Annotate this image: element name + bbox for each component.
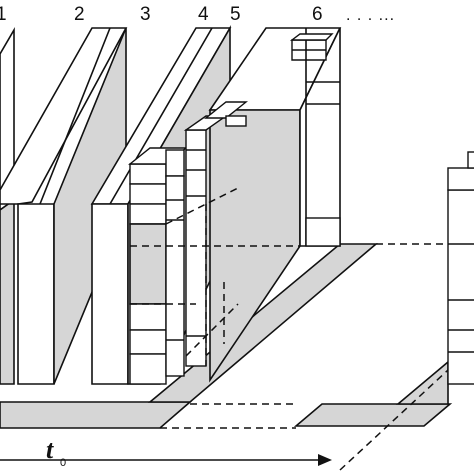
frame-label-5: 5 [230,4,241,25]
pixel-column-back [183,101,248,367]
frame-label-4: 4 [198,4,209,25]
frame-1-slab [0,27,15,385]
frame-6-panel [208,27,342,383]
projection-lines [130,187,449,471]
frame-label-6: 6 [312,4,323,25]
pixel-column-middle [165,149,185,377]
frame-6-top-cubes [289,33,334,61]
time-axis-arrowhead [318,454,332,466]
base-plate-right [293,403,453,427]
time-axis-symbol: t [46,435,54,464]
time-axis: t 0 [0,435,332,469]
time-axis-subscript: 0 [60,457,66,469]
frame-ellipsis: . . . ... [346,7,395,24]
frame-label-2: 2 [74,4,85,25]
frame-label-3: 3 [140,4,151,25]
base-plate-left [0,401,193,429]
pixel-column-front [128,147,188,385]
base-plate-far-right [395,360,449,405]
output-column [447,151,474,385]
frame-label-1: 1 [0,4,7,25]
